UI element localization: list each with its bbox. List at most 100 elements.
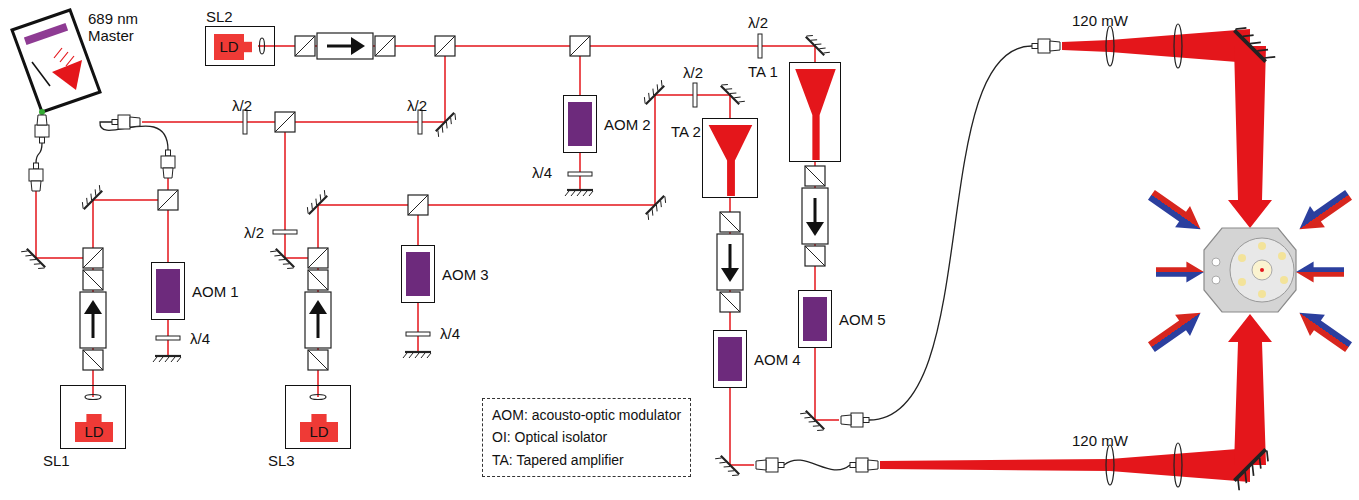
master-laser (54, 48, 74, 66)
beam-splitter (83, 36, 590, 268)
node-label: AOM 2 (604, 116, 651, 133)
optical-isolator (80, 270, 106, 370)
power-label: 120 mW (1072, 12, 1128, 29)
mirror (305, 190, 329, 214)
aom-box: AOM 5 (798, 290, 832, 348)
aom-crystal (803, 297, 827, 341)
mirror (1234, 23, 1275, 64)
diode-shape (300, 422, 338, 442)
legend-text: OI: Optical isolator (492, 426, 681, 448)
optical-isolator (295, 33, 395, 59)
waveplate (406, 332, 430, 336)
optical-fiber (784, 460, 850, 470)
optical-fiber (869, 46, 1032, 420)
beam-splitter (158, 190, 178, 210)
node-label: SL2 (206, 8, 233, 25)
optical-isolator (802, 166, 828, 266)
aom-crystal (156, 269, 180, 313)
node-label: LD (214, 38, 244, 55)
lens (85, 395, 101, 400)
mirror (721, 82, 745, 106)
slave-laser-box: SL2LD (205, 26, 275, 66)
laser-beam (36, 46, 839, 465)
amplifier-chip (790, 63, 839, 160)
diode-shape (311, 414, 326, 422)
aom-box: AOM 4 (713, 330, 747, 388)
node-label: LD (300, 423, 338, 440)
vacuum-chamber (1280, 276, 1288, 284)
laser-beam (167, 178, 169, 200)
mirror (565, 190, 593, 196)
beam-splitter (275, 112, 295, 132)
node-label: AOM 3 (442, 266, 489, 283)
fiber-coupler (161, 150, 175, 178)
waveplate-label: λ/2 (244, 224, 264, 241)
master-laser (32, 62, 50, 86)
mirror (21, 23, 1275, 490)
mot-beam-arrow (1144, 184, 1356, 358)
vacuum-chamber (1204, 228, 1296, 312)
tapered-amplifier: TA 2 (702, 118, 758, 198)
beam-splitter (435, 36, 455, 56)
aom-crystal (568, 102, 592, 146)
output-beam (880, 29, 1272, 482)
master-laser (24, 23, 68, 45)
waveplate-label: λ/4 (190, 330, 210, 347)
mirror (434, 113, 458, 137)
optical-fiber (36, 143, 42, 163)
mirror (270, 247, 294, 271)
mirror (644, 196, 668, 220)
tapered-amplifier: TA 1 (789, 62, 841, 162)
mirror (153, 356, 181, 362)
beam-splitter (83, 248, 103, 268)
waveplate-label: λ/2 (232, 97, 252, 114)
mot-beam-arrow (1156, 262, 1204, 283)
diode-shape (244, 42, 252, 52)
node-label: SL3 (268, 452, 295, 469)
laser-beam (258, 46, 815, 62)
diode-shape (75, 422, 113, 442)
vacuum-chamber (1238, 278, 1246, 286)
power-label: 120 mW (1072, 432, 1128, 449)
aom-crystal (406, 252, 430, 296)
aom-box: AOM 1 (151, 262, 185, 320)
beam-splitter (308, 248, 328, 268)
laser-beam (285, 122, 318, 258)
diode-shape (86, 414, 101, 422)
laser-beam (36, 191, 93, 258)
mirror (403, 352, 431, 358)
vacuum-chamber (1238, 254, 1246, 262)
node-label: TA 1 (748, 63, 778, 80)
vacuum-chamber (1260, 268, 1264, 272)
node-label: LD (75, 423, 113, 440)
vacuum-chamber (1258, 242, 1266, 250)
vacuum-chamber (1252, 260, 1272, 280)
slave-laser-box: SL1LD (60, 385, 126, 449)
master-laser (39, 109, 45, 115)
node-label: AOM 4 (754, 351, 801, 368)
mirror (806, 33, 830, 57)
aom-crystal (718, 337, 742, 381)
mirror (642, 80, 666, 104)
lens (310, 395, 326, 400)
optical-isolator (80, 33, 828, 370)
lens (85, 24, 1182, 487)
beam-connector (729, 198, 731, 330)
node-label: AOM 1 (192, 283, 239, 300)
output-beam (1228, 46, 1272, 228)
mirror (800, 409, 824, 433)
mirror (1232, 449, 1273, 490)
slave-laser-box: SL3LD (285, 385, 351, 449)
diode-shape (214, 34, 244, 60)
fiber-coupler (850, 458, 878, 472)
mirror (21, 247, 45, 271)
optical-isolator (305, 270, 331, 370)
beam-splitter (408, 195, 428, 215)
beam-splitter (570, 36, 590, 56)
master-laser (12, 10, 100, 112)
legend-box: AOM: acousto-optic modulatorOI: Optical … (482, 398, 691, 477)
node-label: 689 nm Master (88, 10, 146, 45)
waveplate-label: λ/2 (748, 14, 768, 31)
amplifier-chip (709, 125, 753, 196)
